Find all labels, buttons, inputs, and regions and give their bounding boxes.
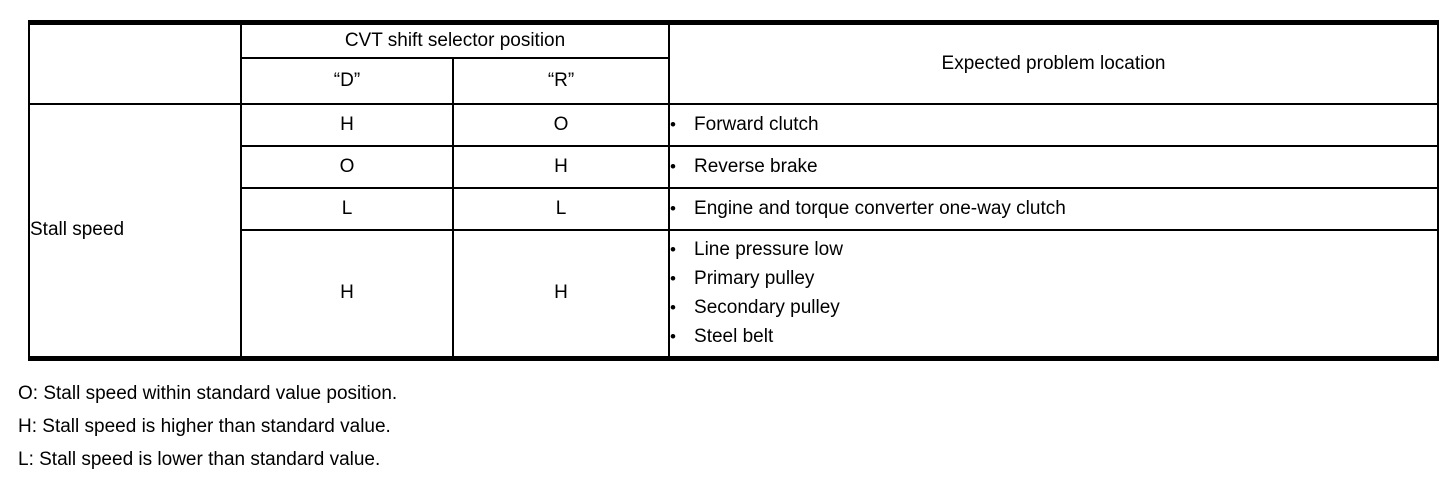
bullet-icon: • (670, 269, 676, 289)
bullet-icon: • (670, 240, 676, 260)
d-value: L (240, 186, 454, 231)
problem-item: • Forward clutch (670, 110, 1437, 139)
problem-text: Steel belt (694, 326, 774, 348)
stall-speed-diagnostic-table: CVT shift selector position Expected pro… (28, 20, 1440, 361)
problem-text: Primary pulley (694, 268, 815, 290)
expected-problem-cell: • Engine and torque converter one-way cl… (668, 186, 1440, 231)
expected-problem-header: Expected problem location (668, 21, 1440, 105)
problem-item: • Steel belt (670, 322, 1437, 351)
column-header-d: “D” (240, 56, 454, 105)
column-header-r: “R” (451, 56, 671, 105)
d-value: H (240, 102, 454, 147)
problem-item: • Engine and torque converter one-way cl… (670, 194, 1437, 223)
r-value: H (451, 144, 671, 189)
note-o: O: Stall speed within standard value pos… (18, 383, 398, 404)
problem-item: • Secondary pulley (670, 293, 1437, 322)
header-row-1: CVT shift selector position Expected pro… (28, 21, 1440, 105)
header-row-2: “D” “R” (29, 56, 1438, 105)
problem-text: Reverse brake (694, 156, 818, 177)
r-value: O (451, 102, 671, 147)
bullet-icon: • (670, 157, 676, 176)
bullet-icon: • (670, 298, 676, 318)
table-row: H H • Line pressure low • Primary pulley… (29, 228, 1440, 360)
note-l: L: Stall speed is lower than standard va… (18, 449, 381, 470)
expected-problem-cell: • Forward clutch (668, 102, 1440, 147)
r-value: L (451, 186, 671, 231)
bullet-icon: • (670, 115, 676, 134)
problem-text: Line pressure low (694, 239, 843, 261)
legend-notes: O: Stall speed within standard value pos… (18, 377, 397, 476)
expected-problem-cell: • Reverse brake (668, 144, 1440, 189)
bullet-icon: • (670, 327, 676, 347)
table-row: L L • Engine and torque converter one-wa… (29, 186, 1440, 231)
row-group-label: Stall speed (28, 102, 242, 360)
d-value: O (240, 144, 454, 189)
cvt-shift-selector-header: CVT shift selector position (239, 21, 671, 59)
problem-text: Engine and torque converter one-way clut… (694, 198, 1066, 219)
d-value: H (240, 228, 454, 360)
r-value: H (451, 228, 671, 360)
problem-item: • Reverse brake (670, 152, 1437, 181)
table-row: Stall speed H O • Forward clutch (28, 102, 1440, 360)
table-row: O H • Reverse brake (29, 144, 1440, 189)
problem-item: • Line pressure low (670, 235, 1437, 264)
expected-problem-cell: • Line pressure low • Primary pulley • S… (668, 228, 1440, 360)
note-h: H: Stall speed is higher than standard v… (18, 416, 391, 437)
bullet-icon: • (670, 199, 676, 218)
problem-item: • Primary pulley (670, 264, 1437, 293)
problem-text: Secondary pulley (694, 297, 840, 319)
problem-text: Forward clutch (694, 114, 819, 135)
corner-cell (28, 21, 242, 105)
